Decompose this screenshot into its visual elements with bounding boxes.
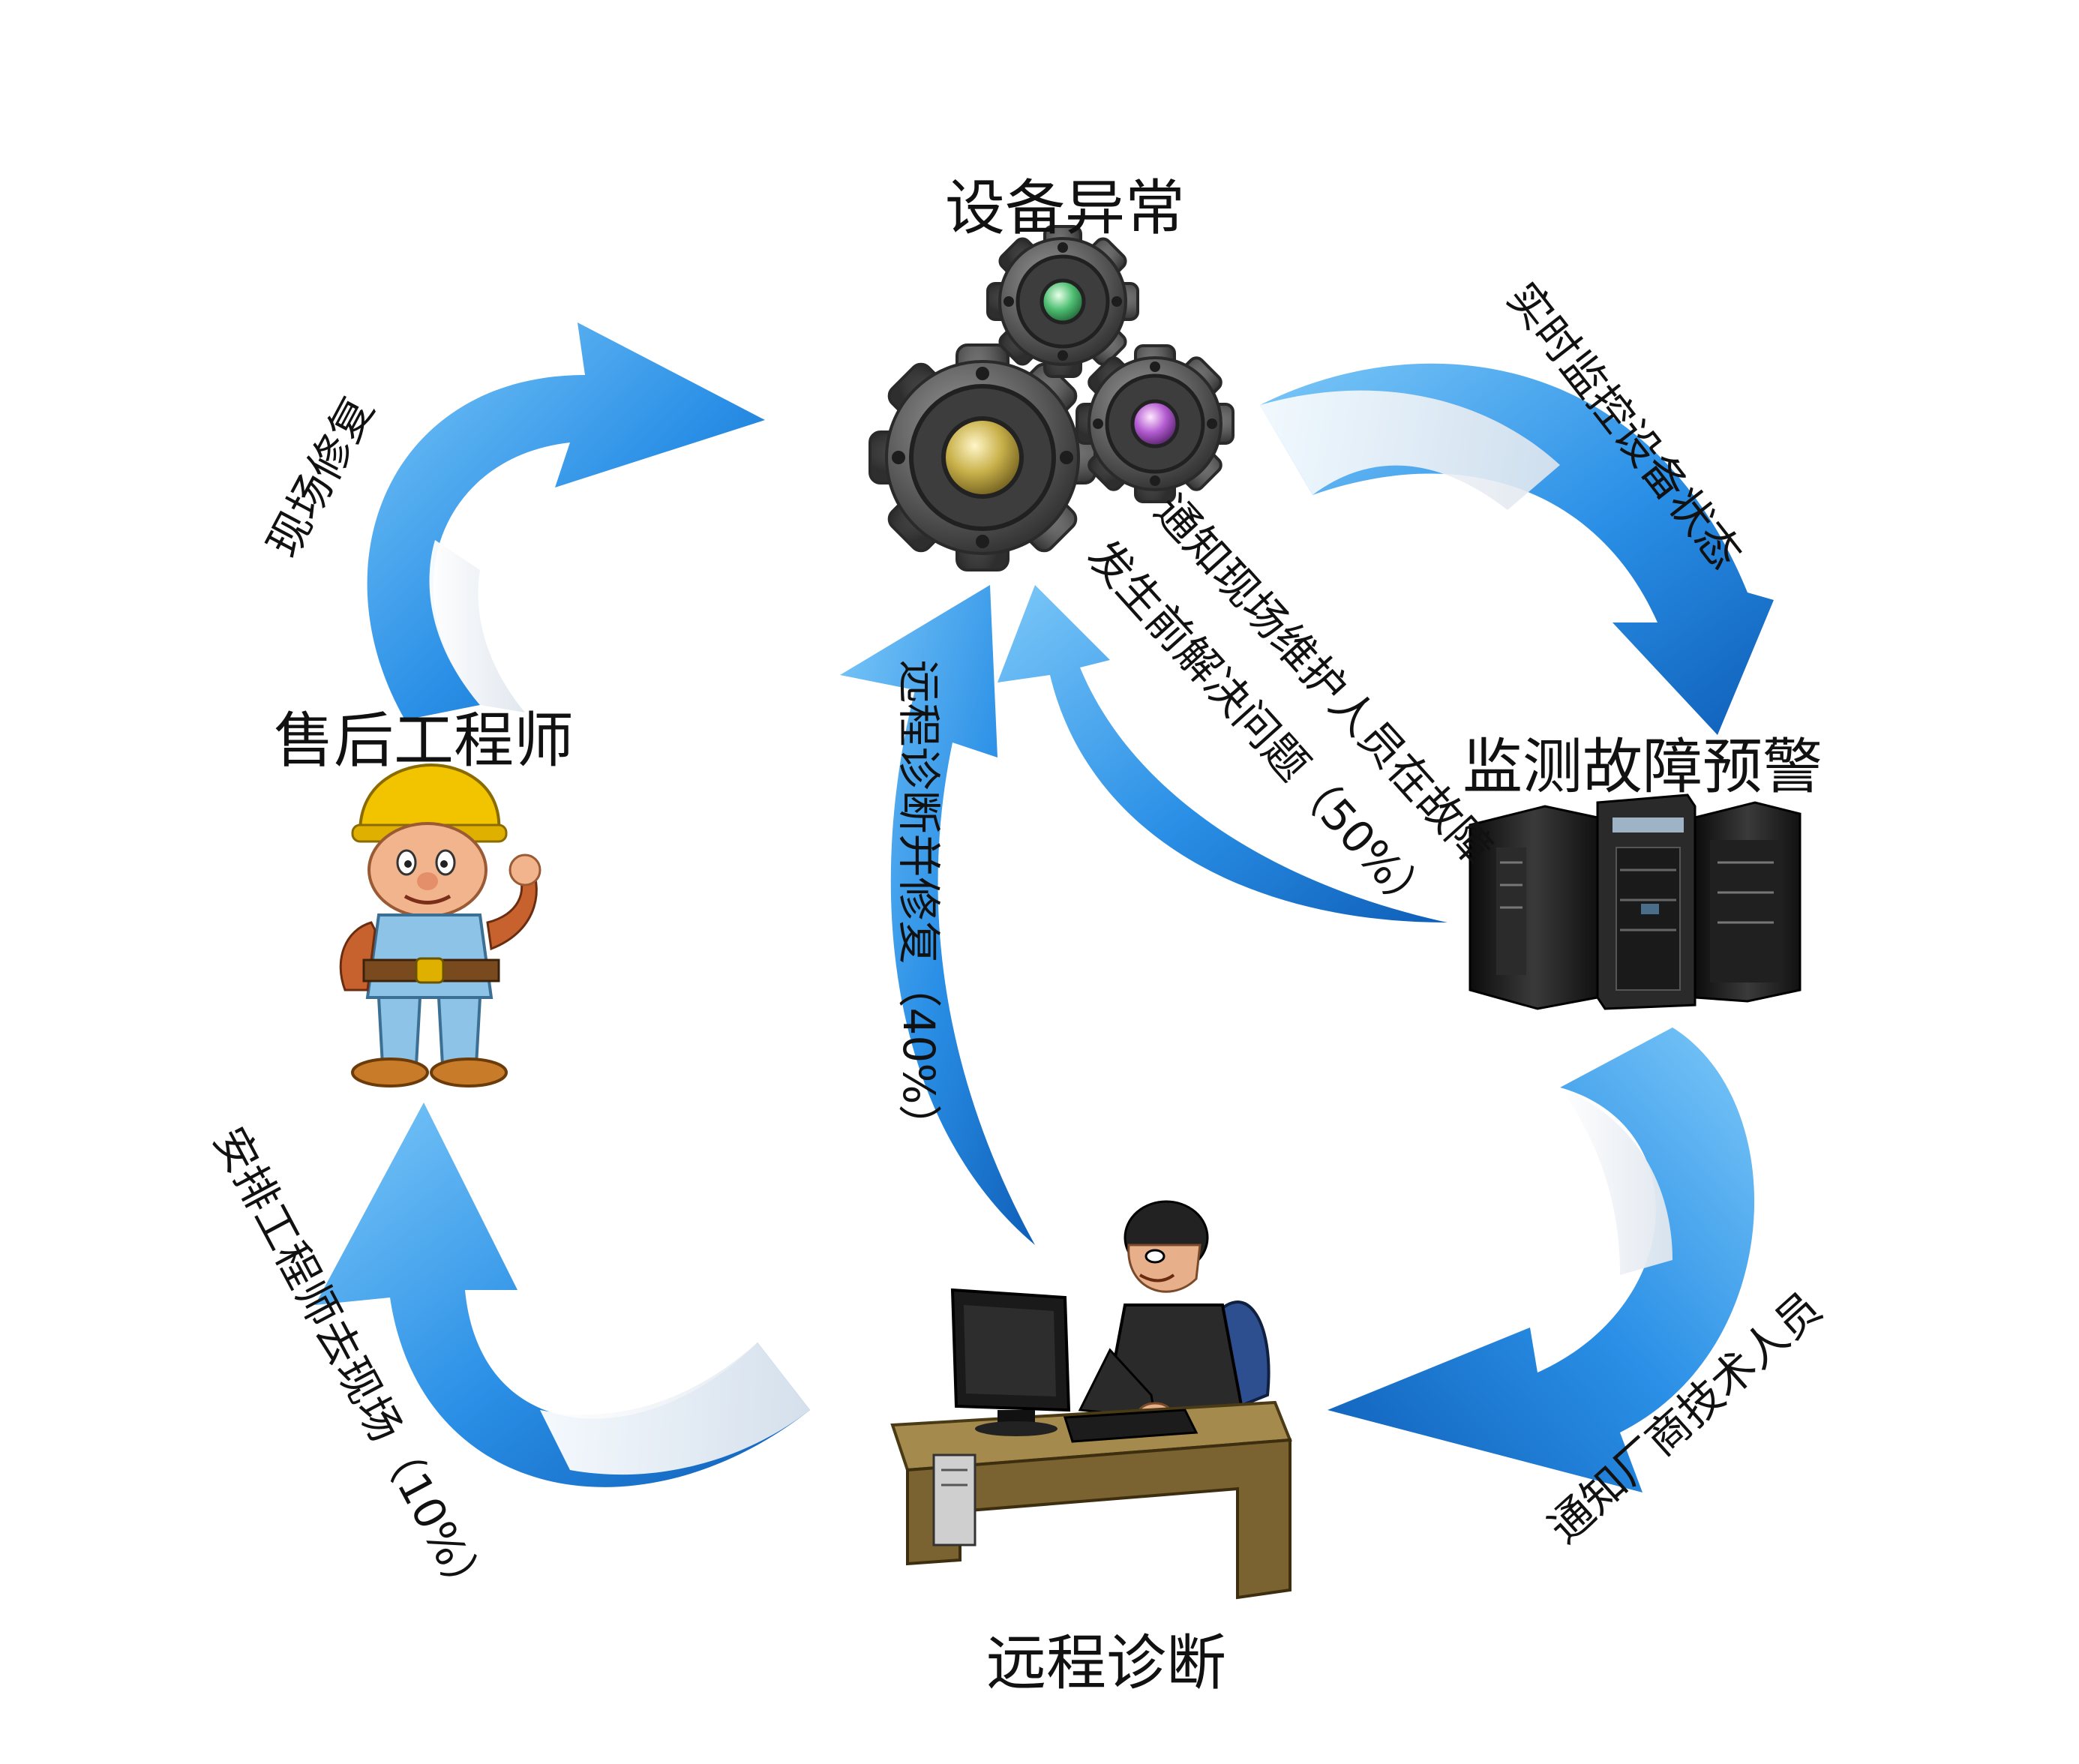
server-tower-icon [1468, 794, 1802, 1010]
gear-small-green-icon [986, 225, 1139, 378]
arrow-realtime [1260, 363, 1774, 735]
arrow-dispatch [315, 1102, 810, 1487]
edge-label-onsite: 现场修复 [257, 388, 384, 566]
node-label-monitor: 监测故障预警 [1462, 732, 1822, 802]
edge-label-remote-fix: 远程诊断并修复（40%） [893, 660, 944, 1148]
arrow-notify-staff [998, 585, 1448, 922]
node-label-equipment: 设备异常 [945, 173, 1185, 243]
engineer-worker-icon [339, 763, 542, 1088]
node-label-remote: 远程诊断 [986, 1628, 1226, 1698]
gears-icon [868, 225, 1234, 572]
arrow-notify-vendor [1328, 1028, 1755, 1492]
arrow-onsite [367, 322, 765, 720]
server-center [1596, 794, 1696, 1010]
node-label-engineer: 售后工程师 [274, 706, 574, 776]
operator-at-computer-icon [890, 1200, 1292, 1600]
arrow-remote-fix [840, 585, 1035, 1245]
server-right [1694, 801, 1802, 1003]
gear-small-purple-icon [1076, 344, 1234, 503]
gear-large-icon [868, 344, 1096, 572]
server-left [1468, 805, 1599, 1010]
